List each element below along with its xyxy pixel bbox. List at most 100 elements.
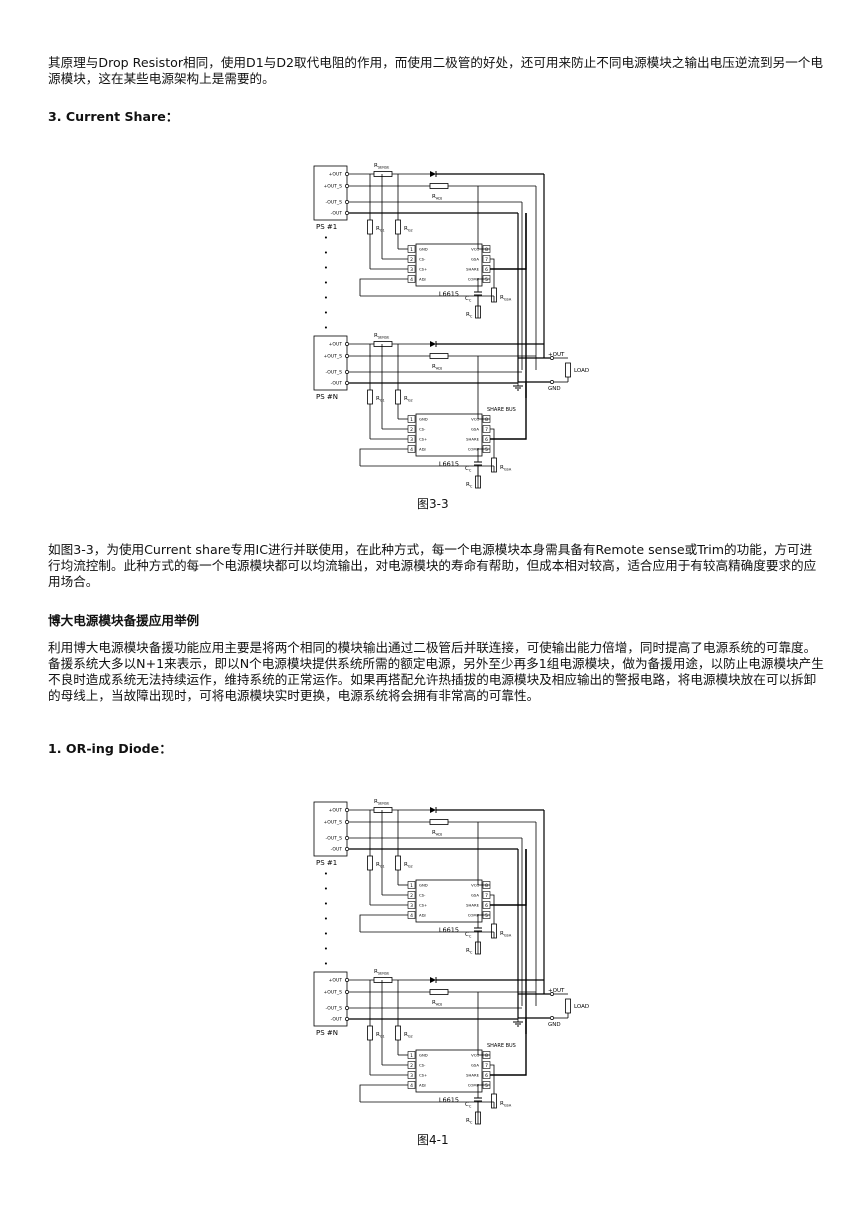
cc-label: CC [465, 296, 472, 303]
power-supply-box [313, 801, 348, 857]
terminal [345, 1006, 349, 1010]
pin-number: 3 [410, 903, 413, 909]
pin-number: 7 [485, 1063, 488, 1069]
radj-resistor [429, 989, 449, 995]
share-bus-label: SHARE BUS [487, 1043, 516, 1049]
terminal [345, 847, 349, 851]
wire [477, 1084, 490, 1098]
pin-label: -OUT [331, 381, 343, 387]
wire [359, 914, 408, 932]
radj-label: RADJ [432, 830, 442, 837]
terminal [345, 370, 349, 374]
pin-name: SHARE [466, 903, 480, 908]
pin-name: CS- [419, 893, 426, 898]
wire [359, 278, 408, 296]
pin-label: +OUT [329, 172, 343, 178]
rg2-resistor [395, 855, 401, 871]
pin-name: CS- [419, 257, 426, 262]
terminal [345, 990, 349, 994]
pin-number: 5 [485, 1083, 488, 1089]
pin-number: 5 [485, 447, 488, 453]
pin-name: GND [419, 417, 428, 422]
wire [490, 1064, 495, 1094]
radj-label: RADJ [432, 1000, 442, 1007]
pin-name: GSA [471, 1063, 479, 1068]
wire [490, 428, 495, 458]
pin-number: 3 [410, 437, 413, 443]
pin-number: 3 [410, 267, 413, 273]
continuation-dot: • [324, 249, 328, 257]
output-node-label: +OUT [548, 988, 565, 994]
pin-number: 8 [485, 247, 488, 253]
section-heading-backup: 博大电源模块备援应用举例 [48, 613, 200, 628]
continuation-dot: • [324, 324, 328, 332]
wire [477, 448, 490, 462]
pin-name: COMP [468, 1083, 480, 1088]
wire [490, 383, 527, 440]
pin-name: CS- [419, 1063, 426, 1068]
wire [490, 1019, 527, 1076]
continuation-dot: • [324, 264, 328, 272]
terminal [550, 380, 554, 384]
ic-l6615 [415, 243, 483, 287]
radj-resistor [429, 183, 449, 189]
pin-name: VCC [471, 883, 479, 888]
ic-label: L6615 [439, 1096, 459, 1104]
rc-label: RC [466, 1118, 473, 1125]
wire [477, 356, 490, 420]
pin-name: CS+ [419, 267, 427, 272]
rg1-resistor [367, 855, 373, 871]
pin-name: COMP [468, 277, 480, 282]
pin-number: 6 [485, 903, 488, 909]
pin-label: +OUT [329, 342, 343, 348]
wire [359, 448, 408, 466]
pin-name: CS- [419, 427, 426, 432]
pin-label: +OUT [329, 808, 343, 814]
pin-label: -OUT [331, 211, 343, 217]
pin-number: 4 [410, 1083, 413, 1089]
wire [490, 894, 495, 924]
continuation-dot: • [324, 960, 328, 968]
pin-label: +OUT_S [324, 820, 343, 826]
pin-number: 2 [410, 1063, 413, 1069]
pin-name: GSA [471, 893, 479, 898]
gnd-label: GND [548, 386, 561, 392]
rg2-resistor [395, 219, 401, 235]
paragraph-backup: 利用博大电源模块备援功能应用主要是将两个相同的模块输出通过二极管后并联连接，可使… [48, 640, 824, 703]
terminal [345, 211, 349, 215]
pin-name: SHARE [466, 267, 480, 272]
pin-number: 5 [485, 913, 488, 919]
terminal [345, 1017, 349, 1021]
section-heading-current-share: 3. Current Share： [48, 109, 179, 124]
pin-name: CS+ [419, 1073, 427, 1078]
wire [359, 1084, 408, 1102]
rg2-label: RG2 [404, 396, 413, 403]
pin-name: VCC [471, 1053, 479, 1058]
cc-label: CC [465, 1102, 472, 1109]
pin-name: GND [419, 883, 428, 888]
radj-label: RADJ [432, 194, 442, 201]
section-heading-oring-diode: 1. OR-ing Diode： [48, 741, 172, 756]
rgsa-label: RGSA [500, 295, 512, 302]
rgsa-label: RGSA [500, 1101, 512, 1108]
pin-number: 1 [410, 1053, 413, 1059]
terminal [345, 354, 349, 358]
ic-label: L6615 [439, 290, 459, 298]
diode [430, 977, 436, 983]
ic-l6615 [415, 413, 483, 457]
pin-number: 4 [410, 277, 413, 283]
pin-name: GND [419, 1053, 428, 1058]
pin-name: VCC [471, 247, 479, 252]
pin-name: CS+ [419, 903, 427, 908]
terminal [345, 978, 349, 982]
load-resistor [565, 998, 571, 1014]
wire [477, 822, 490, 886]
wire [477, 278, 490, 292]
pin-name: ADJ [419, 1083, 426, 1088]
rc-label: RC [466, 482, 473, 489]
ic-l6615 [415, 879, 483, 923]
continuation-dot: • [324, 234, 328, 242]
continuation-dot: • [324, 294, 328, 302]
